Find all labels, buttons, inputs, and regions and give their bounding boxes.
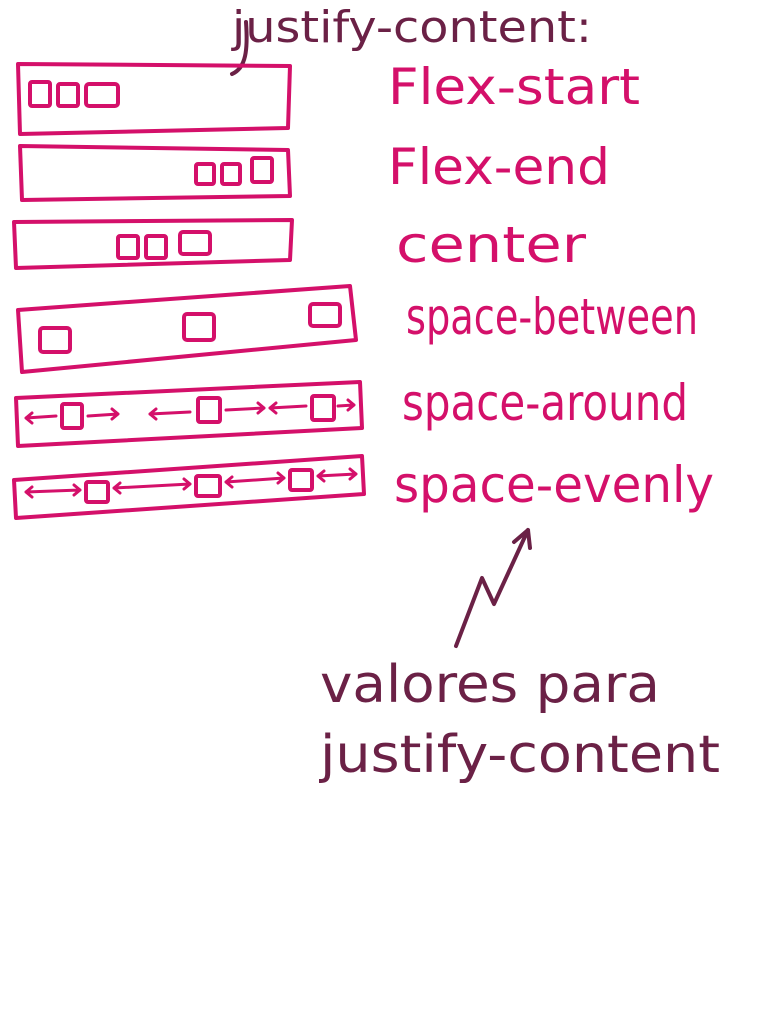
flex-item — [196, 396, 222, 424]
row-space-around: space-around — [14, 374, 688, 448]
value-label-space-around: space-around — [402, 374, 688, 432]
row-center: center — [12, 216, 587, 274]
value-label-flex-start: Flex-start — [388, 58, 640, 116]
diagram-title: justify-content: — [231, 2, 592, 53]
container-box — [14, 380, 364, 448]
row-flex-end: Flex-end — [18, 138, 610, 202]
spacing-arrow — [148, 407, 192, 421]
flex-item — [308, 302, 342, 328]
spacing-arrow — [24, 411, 58, 425]
title-hook — [230, 20, 249, 76]
flex-item — [84, 480, 110, 504]
value-label-center: center — [396, 216, 587, 274]
note-pointer-arrow — [454, 528, 532, 648]
flex-item — [116, 234, 140, 260]
flex-item — [84, 82, 120, 108]
flex-item — [182, 312, 216, 342]
spacing-arrow — [224, 401, 266, 415]
container-box — [18, 144, 292, 202]
container-box — [12, 454, 366, 520]
spacing-arrow — [112, 477, 192, 495]
flex-item — [38, 326, 72, 354]
row-space-between: space-between — [16, 284, 698, 374]
row-flex-start: Flex-start — [16, 58, 640, 136]
flex-item — [60, 402, 84, 430]
note-line-2: justify-content — [319, 725, 720, 785]
container-box — [16, 62, 292, 136]
flex-item — [194, 162, 216, 186]
flex-item — [194, 474, 222, 498]
flex-item — [56, 82, 80, 108]
flex-item — [144, 234, 168, 260]
value-label-flex-end: Flex-end — [388, 138, 610, 196]
row-space-evenly: space-evenly — [12, 454, 714, 520]
flex-item — [250, 156, 274, 184]
flex-item — [28, 80, 52, 108]
spacing-arrow — [316, 467, 358, 483]
flex-item — [178, 230, 212, 256]
spacing-arrow — [268, 401, 308, 415]
spacing-arrow — [224, 471, 286, 489]
value-label-space-evenly: space-evenly — [394, 456, 714, 514]
flex-item — [288, 468, 314, 492]
container-box — [16, 284, 358, 374]
container-box — [12, 218, 294, 270]
flex-item — [220, 162, 242, 186]
spacing-arrow — [24, 483, 82, 499]
note-line-1: valores para — [320, 655, 660, 715]
value-label-space-between: space-between — [406, 288, 698, 346]
flex-item — [310, 394, 336, 422]
spacing-arrow — [86, 407, 120, 421]
spacing-arrow — [336, 398, 356, 412]
